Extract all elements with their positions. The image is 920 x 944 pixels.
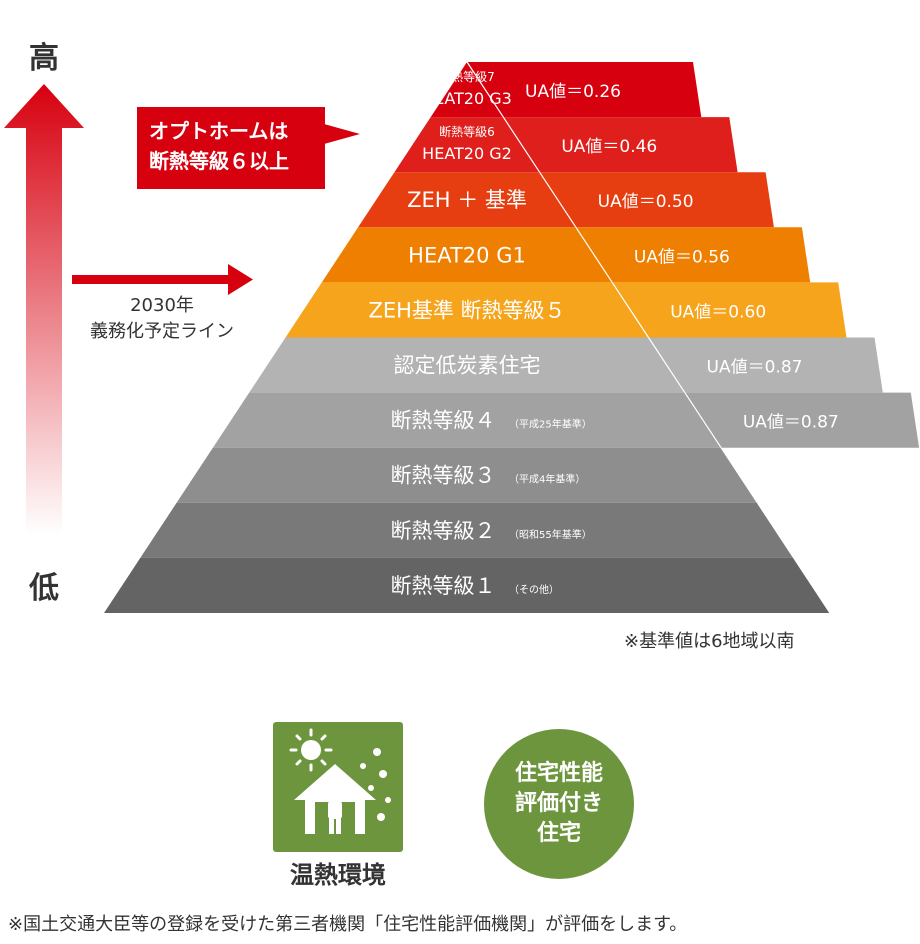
pyramid-tier-8	[176, 447, 758, 503]
tier-label-9: 断熱等級２	[391, 519, 496, 543]
ua-value-3: UA値＝0.50	[598, 192, 694, 212]
tier-small-label-1: 断熱等級7	[439, 69, 495, 84]
tier-separator-3	[539, 171, 577, 228]
eval-badge-line-3: 住宅	[536, 821, 581, 846]
callout-line-1: オプトホームは	[149, 119, 289, 143]
tier-sub-label-9: （昭和55年基準）	[509, 528, 592, 541]
ua-band-1	[467, 62, 702, 118]
tier-small-label-2: 断熱等級6	[439, 124, 495, 139]
sun-house-person-icon	[289, 728, 391, 834]
tier-label-5: ZEH基準 断熱等級５	[368, 298, 565, 322]
ua-value-4: UA値＝0.56	[634, 247, 730, 267]
standard-note: ※基準値は6地域以南	[624, 631, 795, 652]
axis-high-label: 高	[29, 41, 59, 76]
tier-label-1: HEAT20 G3	[422, 89, 512, 108]
pyramid-tier-9	[140, 502, 794, 558]
eval-badge-line-2: 評価付き	[514, 791, 603, 816]
ua-value-2: UA値＝0.46	[561, 137, 657, 157]
ua-band-2	[503, 117, 738, 173]
ua-band-3	[539, 172, 774, 228]
callout-line-2: 断熱等級６以上	[149, 149, 289, 173]
tier-separator-5	[611, 282, 650, 338]
pyramid-tier-4	[321, 227, 613, 283]
ua-value-1: UA値＝0.26	[525, 82, 621, 102]
ua-band-5	[612, 282, 847, 338]
pyramid-tier-10	[104, 557, 830, 613]
tier-label-10: 断熱等級１	[391, 574, 496, 598]
callout-pointer	[324, 124, 360, 144]
eval-badge-line-1: 住宅性能	[514, 761, 603, 786]
thermal-environment-badge	[273, 722, 403, 852]
ua-band-7	[684, 392, 920, 448]
mandate-line-label: 2030年 義務化予定ライン	[62, 293, 262, 345]
ua-value-5: UA値＝0.60	[670, 302, 766, 322]
tier-label-3: ZEH ＋ 基準	[407, 188, 527, 212]
ua-band-4	[575, 227, 811, 283]
tier-separator-9	[756, 502, 795, 559]
tier-label-4: HEAT20 G1	[408, 243, 526, 267]
pyramid-tier-2	[394, 117, 540, 173]
ua-band-6	[648, 337, 883, 393]
tier-separator-4	[575, 226, 613, 283]
tier-separator-7	[684, 392, 722, 449]
ua-value-7: UA値＝0.87	[743, 413, 839, 433]
tier-separator-1	[466, 61, 504, 118]
thermal-environment-caption: 温熱環境	[290, 861, 386, 889]
tier-label-7: 断熱等級４	[391, 409, 496, 433]
tier-separator-2	[502, 116, 541, 173]
tier-label-6: 認定低炭素住宅	[394, 354, 541, 378]
vertical-gradient-arrow	[4, 84, 84, 535]
tier-label-8: 断熱等級３	[391, 464, 496, 488]
pyramid-tier-6	[249, 337, 685, 393]
mandate-line-1: 2030年	[130, 295, 194, 316]
tier-sub-label-8: （平成4年基準）	[509, 473, 585, 486]
tier-sub-label-10: （その他）	[509, 583, 559, 596]
tier-separator-8	[720, 447, 758, 504]
performance-evaluation-badge: 住宅性能 評価付き 住宅	[484, 729, 634, 879]
pyramid-tier-7	[212, 392, 722, 448]
tier-separator-6	[647, 337, 686, 393]
pyramid-tier-5	[285, 282, 649, 338]
evaluation-footnote: ※国土交通大臣等の登録を受けた第三者機関「住宅性能評価機関」が評価をします。	[8, 914, 688, 935]
pyramid-tier-1	[430, 62, 504, 118]
tier-separator-10	[793, 557, 831, 614]
mandate-arrow	[72, 264, 253, 295]
opt-home-callout: オプトホームは 断熱等級６以上	[137, 107, 325, 189]
axis-low-label: 低	[29, 571, 59, 606]
tier-sub-label-7: （平成25年基準）	[509, 418, 592, 431]
ua-value-6: UA値＝0.87	[707, 358, 803, 378]
tier-label-2: HEAT20 G2	[422, 144, 512, 163]
pyramid-tier-3	[358, 172, 576, 228]
mandate-line-2: 義務化予定ライン	[90, 321, 234, 342]
